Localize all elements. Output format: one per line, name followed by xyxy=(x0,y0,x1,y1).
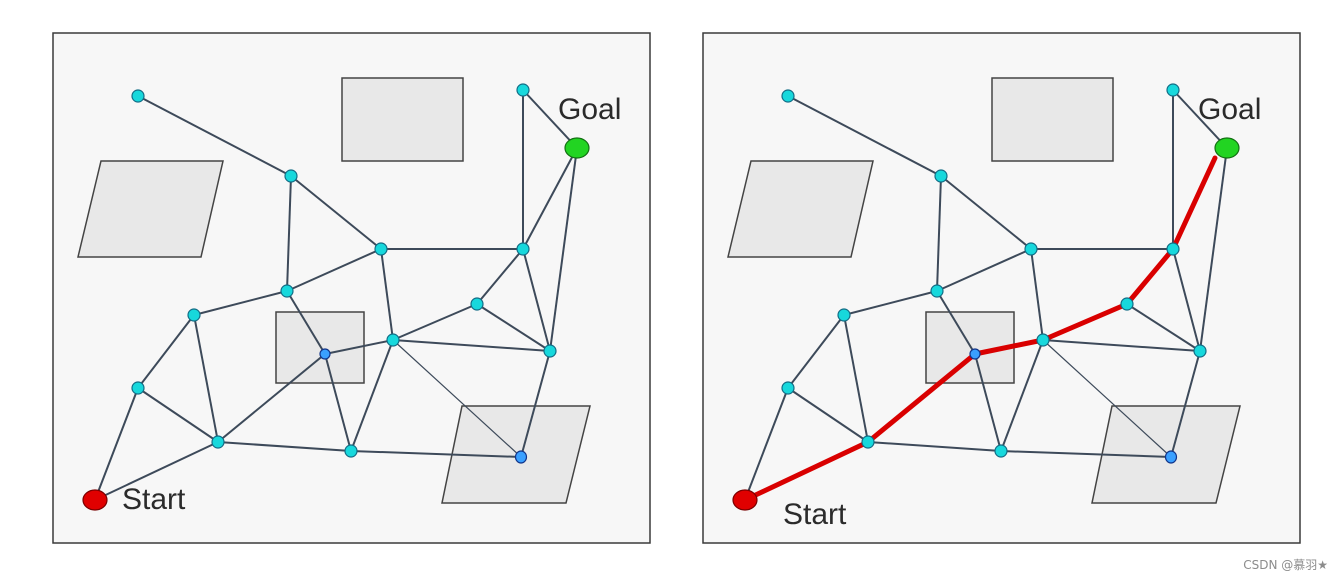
waypoint-node xyxy=(781,89,795,103)
waypoint-node xyxy=(131,381,145,395)
start-label: Start xyxy=(783,498,847,531)
obstacle-node xyxy=(1164,450,1178,464)
roadmap-edges xyxy=(94,89,578,501)
waypoint-node xyxy=(994,444,1008,458)
waypoint-node xyxy=(543,344,557,358)
waypoint-node xyxy=(131,89,145,103)
waypoint-node xyxy=(284,169,298,183)
obstacle-node xyxy=(319,348,331,360)
waypoint-node xyxy=(1024,242,1038,256)
start-node xyxy=(82,489,108,511)
waypoint-node xyxy=(470,297,484,311)
waypoint-node xyxy=(386,333,400,347)
start-label: Start xyxy=(122,483,186,516)
start-node xyxy=(732,489,758,511)
roadmap-panel-with-path: Goal Start xyxy=(702,32,1301,544)
goal-label: Goal xyxy=(558,93,621,126)
waypoint-node xyxy=(1193,344,1207,358)
waypoint-node xyxy=(930,284,944,298)
waypoint-node xyxy=(837,308,851,322)
waypoint-node xyxy=(1036,333,1050,347)
roadmap-nodes xyxy=(82,83,590,511)
obstacle-node xyxy=(969,348,981,360)
roadmap-edges xyxy=(744,89,1228,501)
waypoint-node xyxy=(187,308,201,322)
waypoint-node xyxy=(1120,297,1134,311)
obstacle-node xyxy=(514,450,528,464)
roadmap-panel: Goal Start xyxy=(52,32,651,544)
waypoint-node xyxy=(344,444,358,458)
waypoint-node xyxy=(861,435,875,449)
goal-label: Goal xyxy=(1198,93,1261,126)
waypoint-node xyxy=(211,435,225,449)
waypoint-node xyxy=(374,242,388,256)
watermark-text: CSDN @慕羽★ xyxy=(1243,558,1328,572)
roadmap-nodes xyxy=(732,83,1240,511)
waypoint-node xyxy=(516,242,530,256)
waypoint-node xyxy=(1166,242,1180,256)
waypoint-node xyxy=(934,169,948,183)
goal-node xyxy=(564,137,590,159)
waypoint-node xyxy=(516,83,530,97)
waypoint-node xyxy=(781,381,795,395)
waypoint-node xyxy=(280,284,294,298)
waypoint-node xyxy=(1166,83,1180,97)
goal-node xyxy=(1214,137,1240,159)
